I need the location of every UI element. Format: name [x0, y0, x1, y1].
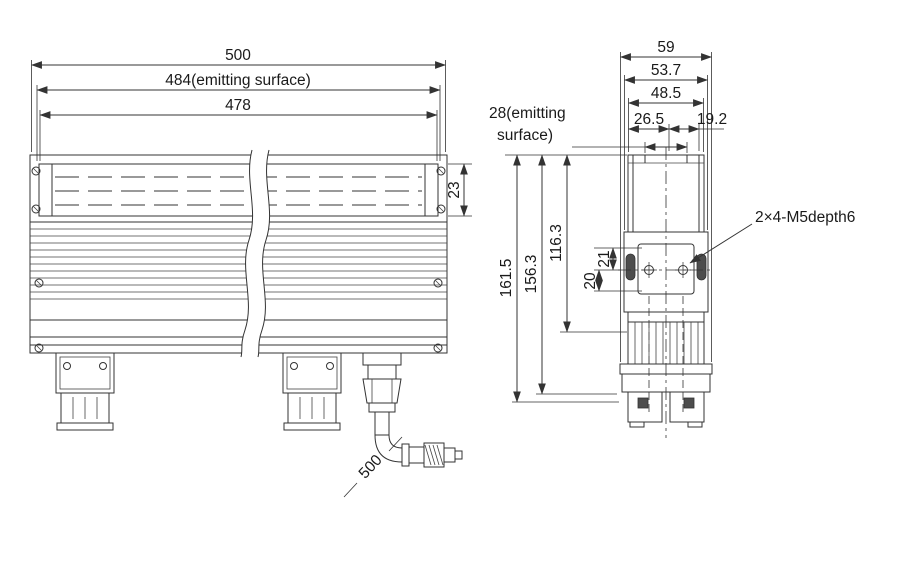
front-view-body	[29, 154, 448, 354]
dim-hole-pitch-lower-label: 20	[582, 272, 599, 290]
cable-length-dimension: 500	[343, 436, 403, 498]
dim-inner-width-label: 478	[225, 97, 251, 114]
dim-side-width2-label: 53.7	[651, 62, 681, 79]
front-view-screws	[31, 166, 446, 353]
side-dimensions: 59 53.7 48.5 26.5 19.2 21 20 2×4-M5depth…	[582, 39, 855, 362]
emitting-depth-label-line2: surface)	[497, 127, 553, 144]
mounting-holes-callout: 2×4-M5depth6	[689, 209, 855, 264]
dim-hole-pitch-upper-label: 21	[596, 250, 613, 267]
dim-side-width5-label: 19.2	[697, 111, 727, 128]
front-view-left-mount	[55, 352, 115, 431]
cable-length-label: 500	[356, 451, 386, 482]
side-view-centerlines	[618, 147, 714, 438]
front-view-fins	[30, 228, 447, 300]
dim-side-width3-label: 48.5	[651, 85, 681, 102]
emitting-depth-label-line1: 28(emitting	[489, 105, 566, 122]
break-line	[240, 149, 271, 358]
mounting-holes-label: 2×4-M5depth6	[755, 209, 855, 226]
front-view-emitting-window	[38, 163, 439, 217]
middle-dimensions: 28(emitting surface) 161.5 156.3 116.3	[489, 105, 688, 403]
dim-emitting-width-label: 484(emitting surface)	[165, 72, 311, 89]
front-view: 500	[29, 149, 463, 498]
dim-window-height-label: 23	[446, 181, 463, 198]
side-view-fins	[627, 311, 705, 365]
dim-overall-height-label: 161.5	[498, 259, 515, 298]
dim-side-overall-width-label: 59	[657, 39, 674, 56]
dim-height2-label: 156.3	[523, 255, 540, 294]
side-view	[618, 147, 714, 438]
front-dimensions: 500 484(emitting surface) 478 23	[30, 47, 472, 217]
front-view-right-mount	[282, 352, 342, 431]
dim-height3-label: 116.3	[548, 224, 565, 262]
dim-overall-width-label: 500	[225, 47, 251, 64]
dim-side-width4-label: 26.5	[634, 111, 664, 128]
side-view-feet	[619, 363, 713, 428]
cable-gland-assembly	[362, 352, 463, 468]
